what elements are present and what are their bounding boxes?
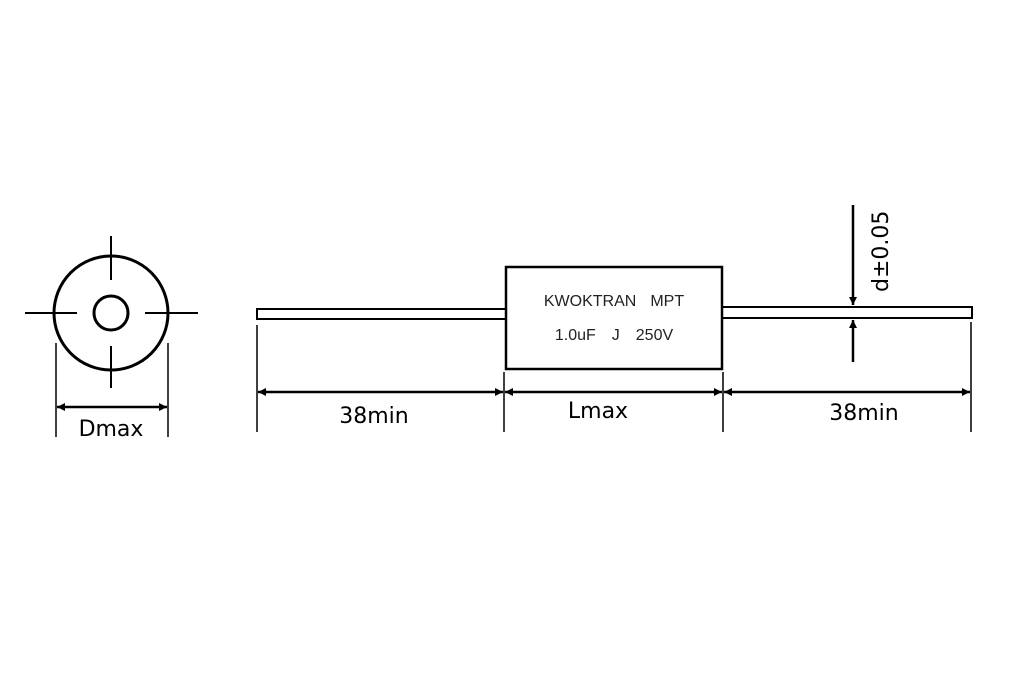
lead-diameter-label: d±0.05 — [869, 211, 894, 292]
capacitor-label-line1: KWOKTRAN MPT — [544, 293, 684, 310]
right-lead-length-label: 38min — [829, 401, 898, 426]
capacitor-series: MPT — [650, 293, 684, 310]
left-lead — [256, 308, 507, 320]
capacitor-voltage: 250V — [636, 327, 674, 344]
capacitor-capacitance: 1.0uF — [555, 327, 596, 344]
capacitor-body — [504, 265, 724, 371]
capacitor-label-line2: 1.0uF J 250V — [555, 327, 674, 344]
right-lead — [721, 306, 973, 319]
dmax-label: Dmax — [79, 417, 144, 442]
capacitor-brand: KWOKTRAN — [544, 293, 636, 310]
capacitor-tolerance: J — [612, 327, 620, 344]
end-view-lead-hole — [92, 294, 130, 332]
side-view — [256, 205, 973, 432]
end-view — [25, 236, 198, 437]
left-lead-length-label: 38min — [339, 404, 408, 429]
body-length-label: Lmax — [568, 399, 628, 424]
